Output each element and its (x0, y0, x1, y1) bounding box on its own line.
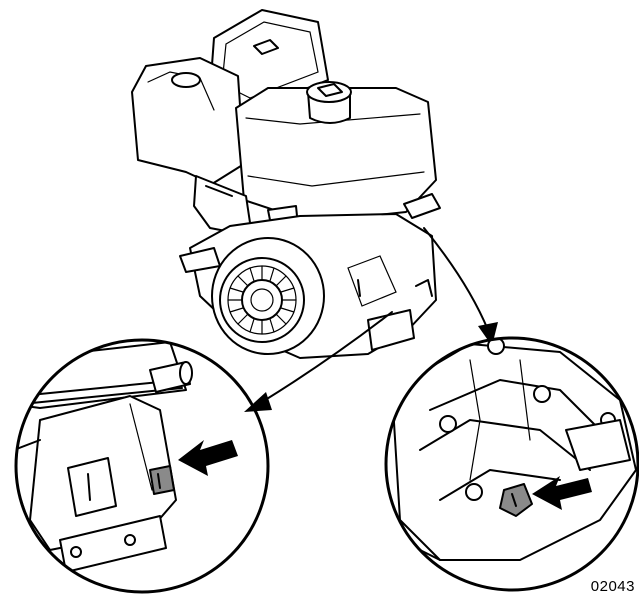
indicator-arrow-right (532, 476, 592, 510)
detail-view-right (384, 336, 639, 592)
engine-illustration (131, 9, 441, 359)
callout-arrow-left (244, 311, 393, 412)
drain-plug-right (499, 483, 533, 517)
detail-view-left (14, 338, 270, 594)
figure-number: 02043 (590, 578, 635, 595)
indicator-arrow-left (178, 440, 238, 476)
drain-plug-left (149, 465, 175, 495)
